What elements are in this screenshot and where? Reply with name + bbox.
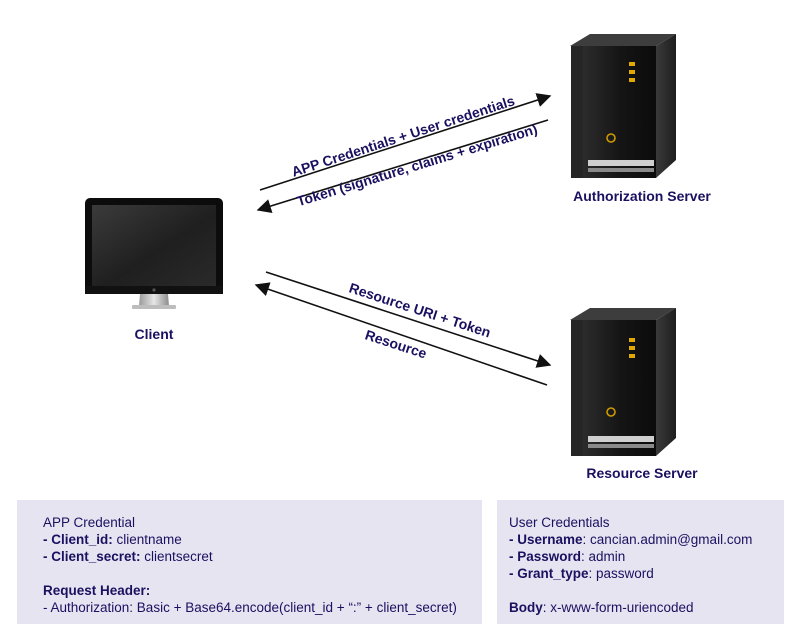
arrow-resource (254, 282, 548, 386)
monitor-icon (85, 198, 223, 309)
app-credential-panel: APP Credential - Client_id: clientname -… (17, 500, 482, 624)
body-value: : x-www-form-uriencoded (542, 600, 694, 615)
authorization-server-label: Authorization Server (573, 188, 711, 204)
client-secret-row: - Client_secret: clientsecret (43, 548, 472, 565)
user-credentials-panel: User Credentials - Username: cancian.adm… (497, 500, 784, 624)
client-secret-key: - Client_secret: (43, 549, 141, 564)
grant-type-key: - Grant_type (509, 566, 589, 581)
user-credentials-title: User Credentials (509, 515, 610, 530)
authorization-row: - Authorization: Basic + Base64.encode(c… (43, 600, 457, 615)
grant-type-value: : password (588, 566, 654, 581)
username-row: - Username: cancian.admin@gmail.com (509, 531, 774, 548)
password-key: - Password (509, 549, 582, 564)
authorization-server-icon (570, 34, 676, 178)
client-secret-value: clientsecret (140, 549, 213, 564)
client-label: Client (134, 326, 174, 342)
arrow-token (256, 119, 549, 214)
client-id-key: - Client_id: (43, 532, 113, 547)
arrow-resource-uri-token (265, 271, 552, 368)
request-header-title: Request Header: (43, 583, 151, 598)
grant-type-row: - Grant_type: password (509, 565, 774, 582)
resource-server-icon (570, 308, 676, 456)
arrow-app-user-credentials (259, 93, 552, 191)
client-id-value: clientname (112, 532, 182, 547)
username-key: - Username (509, 532, 583, 547)
resource-server-label: Resource Server (586, 465, 698, 481)
username-value: : cancian.admin@gmail.com (582, 532, 753, 547)
client-id-row: - Client_id: clientname (43, 531, 472, 548)
body-row: Body: x-www-form-uriencoded (509, 599, 774, 616)
password-row: - Password: admin (509, 548, 774, 565)
body-key: Body (509, 600, 543, 615)
app-credential-title: APP Credential (43, 515, 136, 530)
password-value: : admin (581, 549, 626, 564)
